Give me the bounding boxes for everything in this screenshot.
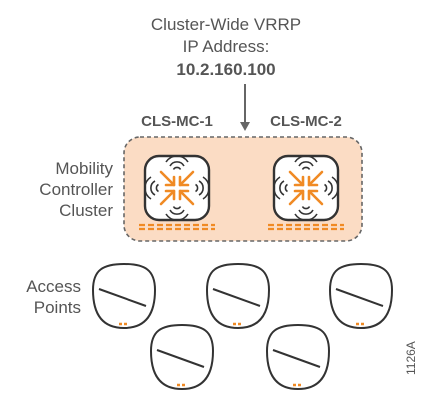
- access-point-icon: [91, 262, 157, 330]
- controller-arrows-icon: [288, 170, 324, 206]
- cluster-label-line2: Controller: [39, 180, 113, 199]
- controller-label-1: CLS-MC-1: [141, 113, 213, 130]
- port-lights: [139, 223, 215, 231]
- ap-label-line2: Points: [34, 298, 81, 317]
- access-point-icon: [149, 323, 215, 391]
- access-point-5: [265, 323, 331, 391]
- access-point-icon: [328, 262, 394, 330]
- access-point-icon: [265, 323, 331, 391]
- figure-id: 1126A: [404, 341, 418, 375]
- cluster-label-line3: Cluster: [59, 201, 113, 220]
- access-point-4: [149, 323, 215, 391]
- vrrp-subtitle: IP Address:: [183, 37, 270, 56]
- port-lights: [268, 223, 344, 231]
- controller-label-2: CLS-MC-2: [270, 113, 342, 130]
- vrrp-arrow: [240, 84, 250, 131]
- access-point-icon: [205, 262, 271, 330]
- controller-device-2: [268, 154, 344, 231]
- access-point-3: [328, 262, 394, 330]
- vrrp-title: Cluster-Wide VRRP: [151, 15, 301, 34]
- cluster-label-line1: Mobility: [55, 159, 113, 178]
- ap-label-line1: Access: [26, 277, 81, 296]
- controller-arrows-icon: [159, 170, 195, 206]
- vrrp-ip-address: 10.2.160.100: [176, 60, 275, 79]
- access-point-2: [205, 262, 271, 330]
- controller-device-1: [139, 154, 215, 231]
- access-point-1: [91, 262, 157, 330]
